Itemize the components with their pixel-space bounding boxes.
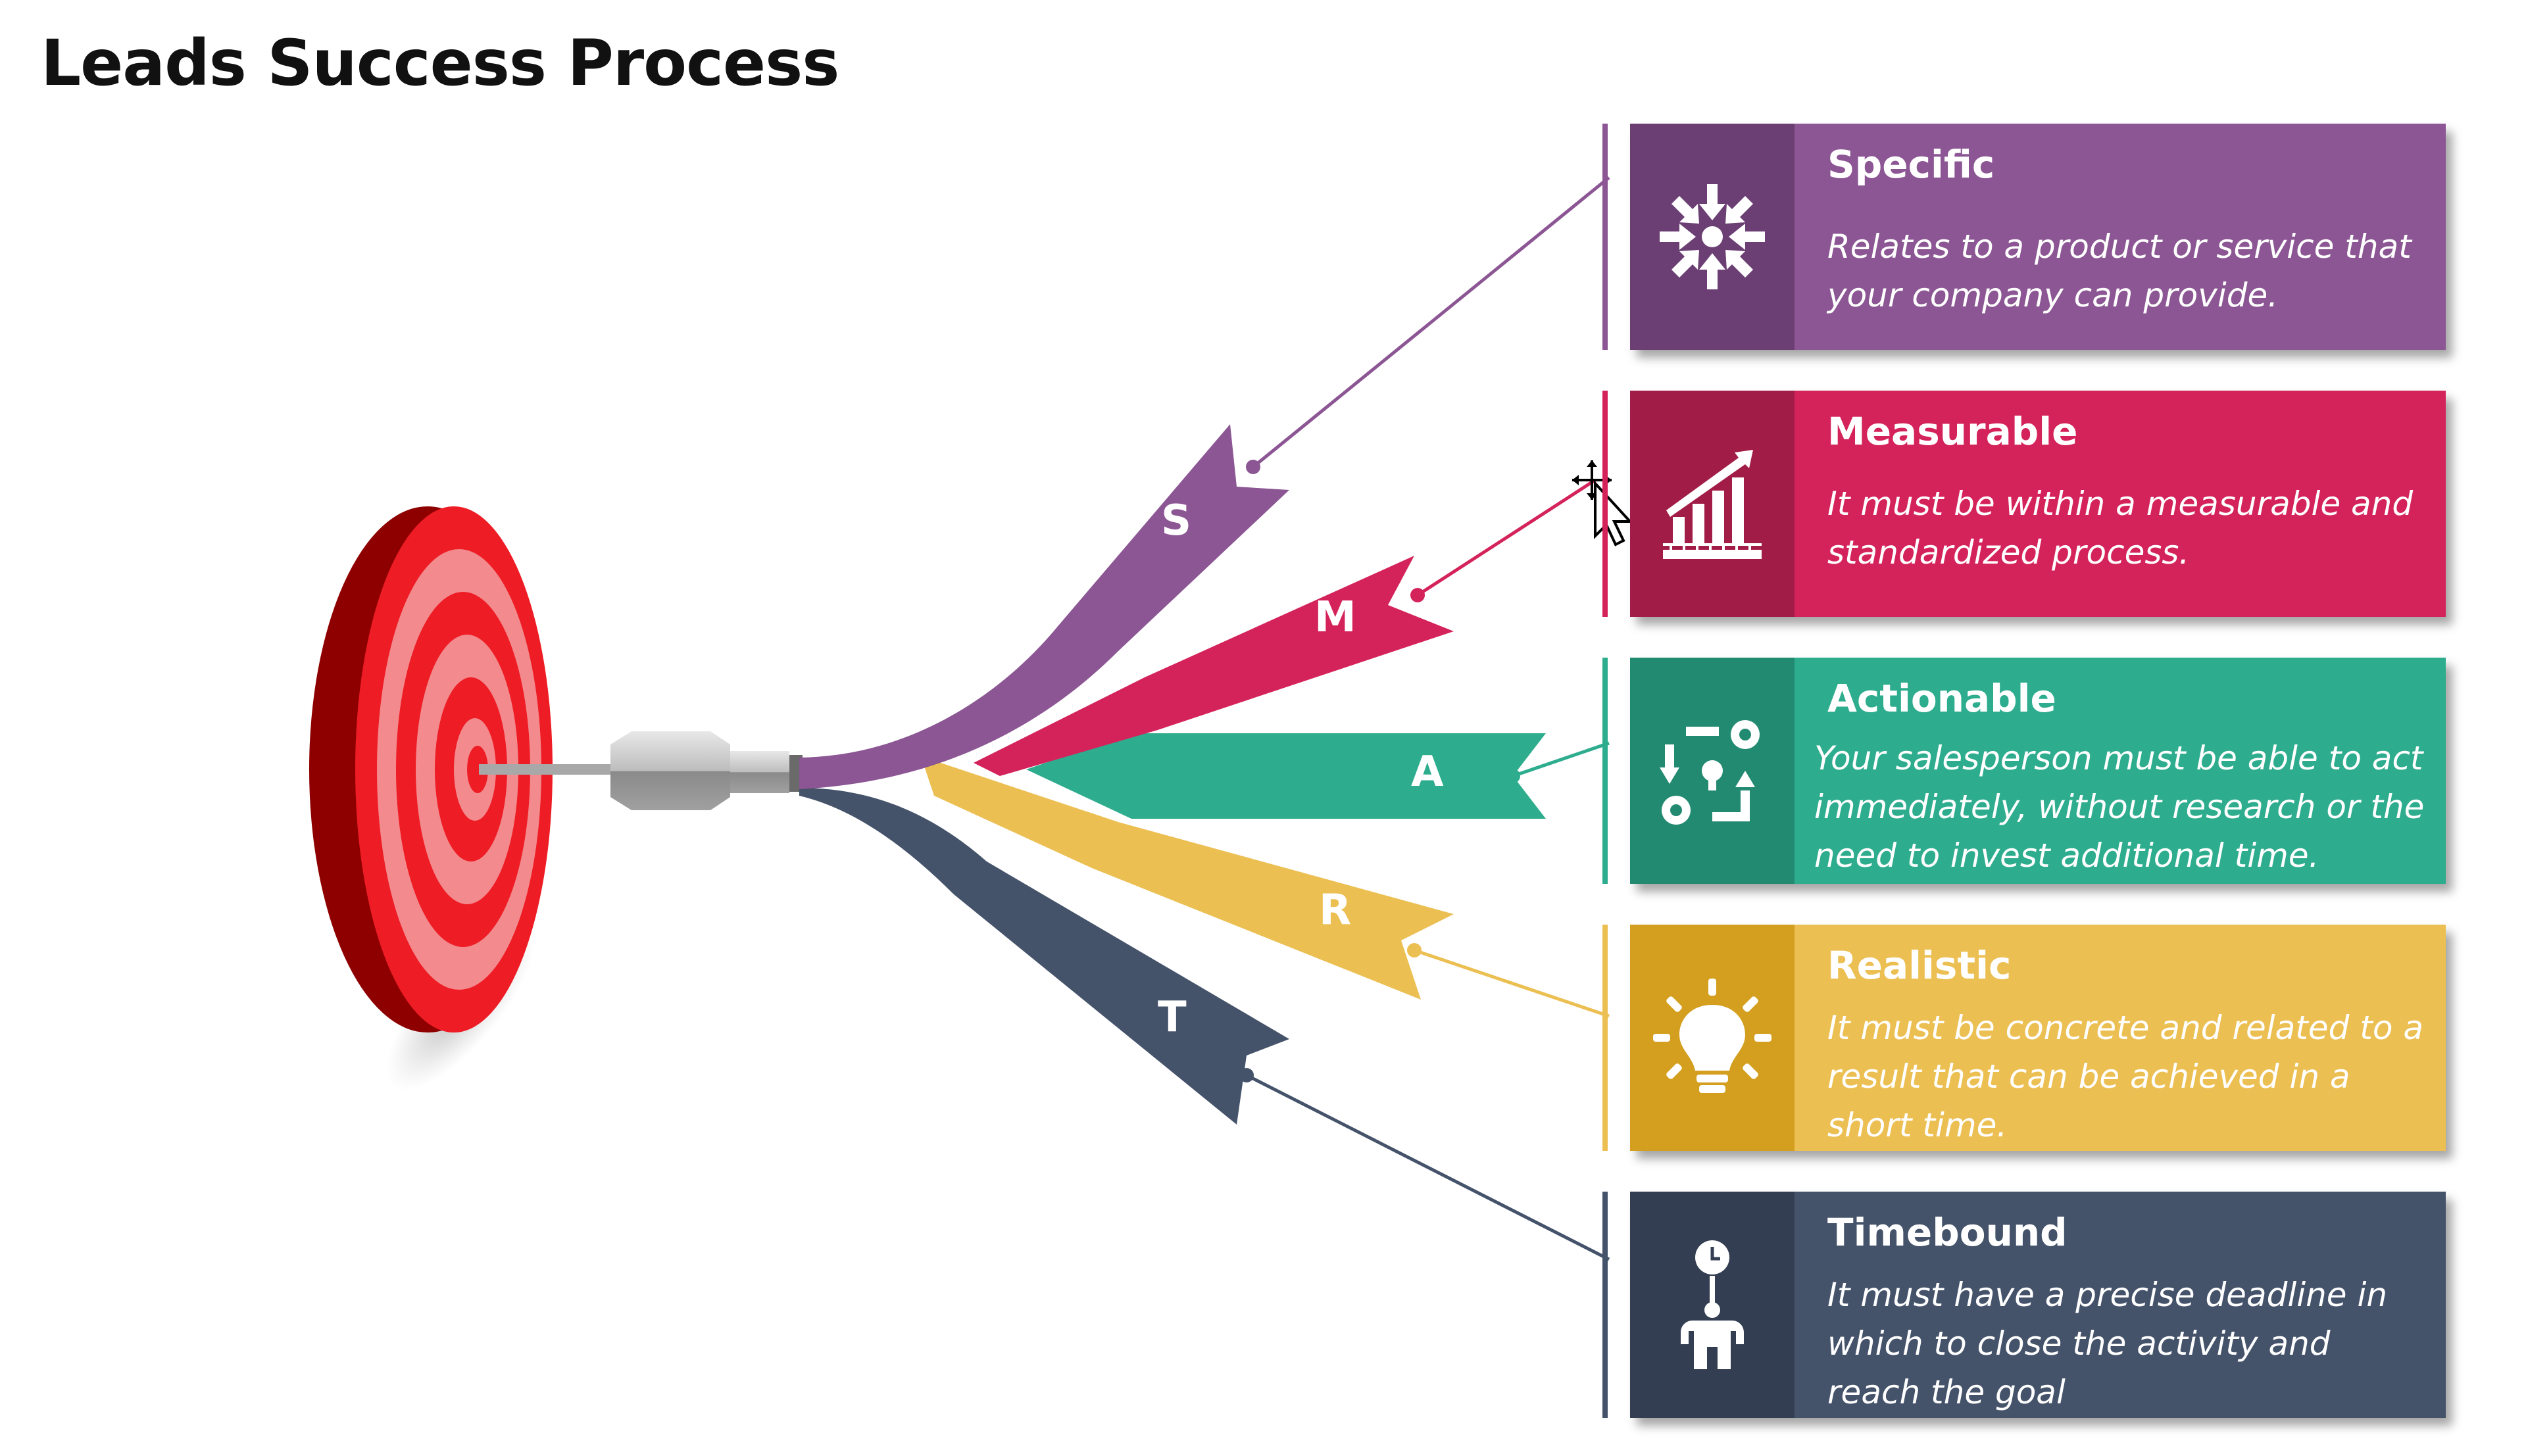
card-icon-box xyxy=(1630,124,1795,350)
flight-label-t: T xyxy=(1158,993,1187,1042)
connector-lines xyxy=(1239,176,1610,1261)
mouse-cursor-icon xyxy=(1572,460,1633,546)
growth-chart-icon xyxy=(1663,450,1762,559)
flight-m xyxy=(974,556,1454,776)
card-icon-box xyxy=(1630,925,1795,1151)
card-realistic: Realistic It must be concrete and relate… xyxy=(1602,925,2446,1151)
card-divider xyxy=(1602,391,1608,617)
card-description: It must have a precise deadline in which… xyxy=(1827,1276,2388,1411)
card-actionable: Actionable Your salesperson must be able… xyxy=(1602,658,2446,884)
card-icon-box xyxy=(1630,1192,1795,1418)
card-icon-box xyxy=(1630,658,1795,884)
card-description: Relates to a product or service that you… xyxy=(1827,228,2412,314)
process-gears-icon xyxy=(1660,720,1760,825)
flight-label-a: A xyxy=(1411,748,1444,796)
card-divider xyxy=(1602,1192,1608,1418)
target-board xyxy=(309,506,553,1032)
card-divider xyxy=(1602,925,1608,1151)
page-title: Leads Success Process xyxy=(41,26,839,100)
card-heading: Measurable xyxy=(1827,409,2078,454)
card-description: Your salesperson must be able to act imm… xyxy=(1814,739,2425,875)
flight-label-r: R xyxy=(1319,886,1351,934)
flight-t xyxy=(799,788,1289,1125)
converge-arrows-icon xyxy=(1660,184,1765,289)
card-description: It must be concrete and related to a res… xyxy=(1827,1009,2423,1144)
card-icon-box xyxy=(1630,391,1795,617)
card-heading: Specific xyxy=(1827,142,1995,187)
person-clock-icon xyxy=(1681,1240,1744,1369)
lightbulb-icon xyxy=(1653,979,1771,1093)
flight-s xyxy=(799,424,1289,789)
card-description: It must be within a measurable and stand… xyxy=(1827,485,2414,571)
card-divider xyxy=(1602,658,1608,884)
card-measurable: Measurable It must be within a measurabl… xyxy=(1602,391,2446,617)
card-timebound: Timebound It must have a precise deadlin… xyxy=(1602,1192,2446,1418)
flight-label-m: M xyxy=(1314,593,1356,642)
card-heading: Actionable xyxy=(1827,676,2056,721)
card-heading: Realistic xyxy=(1827,943,2012,988)
card-heading: Timebound xyxy=(1827,1210,2068,1255)
card-specific: Specific Relates to a product or service… xyxy=(1602,124,2446,350)
flight-r xyxy=(921,756,1454,1000)
card-divider xyxy=(1602,124,1608,350)
flight-label-s: S xyxy=(1161,497,1191,545)
flight-a xyxy=(1026,733,1546,819)
